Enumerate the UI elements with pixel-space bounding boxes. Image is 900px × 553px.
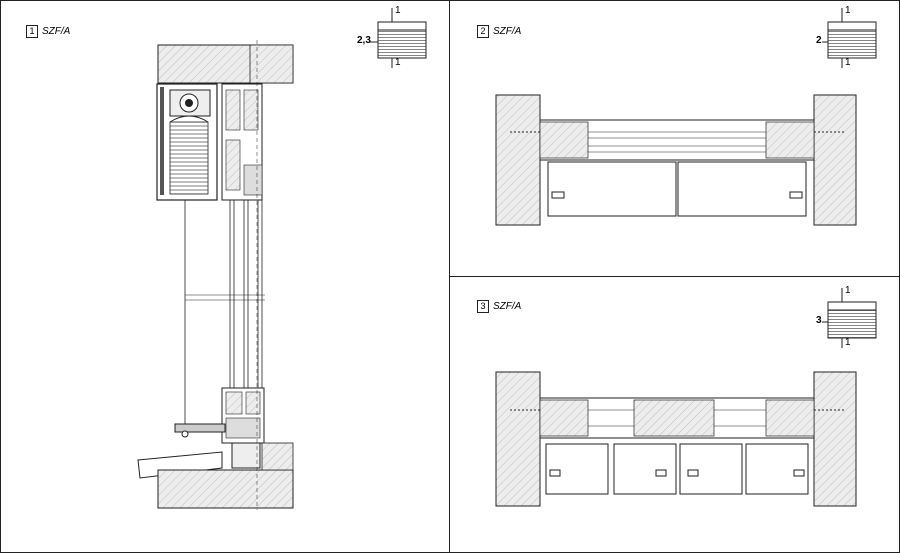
panel-number: 2 [477, 25, 489, 38]
key-label-side-2: 2 [816, 35, 822, 46]
key-icon-panel-3 [822, 288, 877, 348]
panel-code: SZF/A [42, 26, 71, 37]
key-side-text: 2 [816, 35, 822, 46]
panel-code: SZF/A [493, 301, 522, 312]
key-side-text: 3 [816, 315, 822, 326]
key-label-bottom-1: 1 [395, 57, 401, 68]
horizontal-section-two-sashes [495, 94, 857, 226]
key-label-top-2: 1 [845, 5, 851, 16]
key-top-text: 1 [395, 5, 401, 16]
key-label-side-3: 3 [816, 315, 822, 326]
vertical-section [137, 40, 294, 510]
key-label-side-1: 2,3 [357, 35, 371, 46]
key-top-text: 1 [845, 5, 851, 16]
key-icon-panel-1 [370, 8, 427, 68]
panel-2-title: 2 SZF/A [477, 25, 521, 38]
key-bottom-text: 1 [395, 57, 401, 68]
key-bottom-text: 1 [845, 57, 851, 68]
panel-number: 3 [477, 300, 489, 313]
panel-3-title: 3 SZF/A [477, 300, 521, 313]
panel-1-title: 1 SZF/A [26, 25, 70, 38]
key-top-text: 1 [845, 285, 851, 296]
key-label-top-3: 1 [845, 285, 851, 296]
horizontal-section-three-sashes [495, 371, 857, 507]
key-bottom-text: 1 [845, 337, 851, 348]
key-side-text: 2,3 [357, 35, 371, 46]
key-label-bottom-3: 1 [845, 337, 851, 348]
panel-number: 1 [26, 25, 38, 38]
panel-code: SZF/A [493, 26, 522, 37]
key-label-bottom-2: 1 [845, 57, 851, 68]
key-label-top-1: 1 [395, 5, 401, 16]
key-icon-panel-2 [822, 8, 877, 68]
